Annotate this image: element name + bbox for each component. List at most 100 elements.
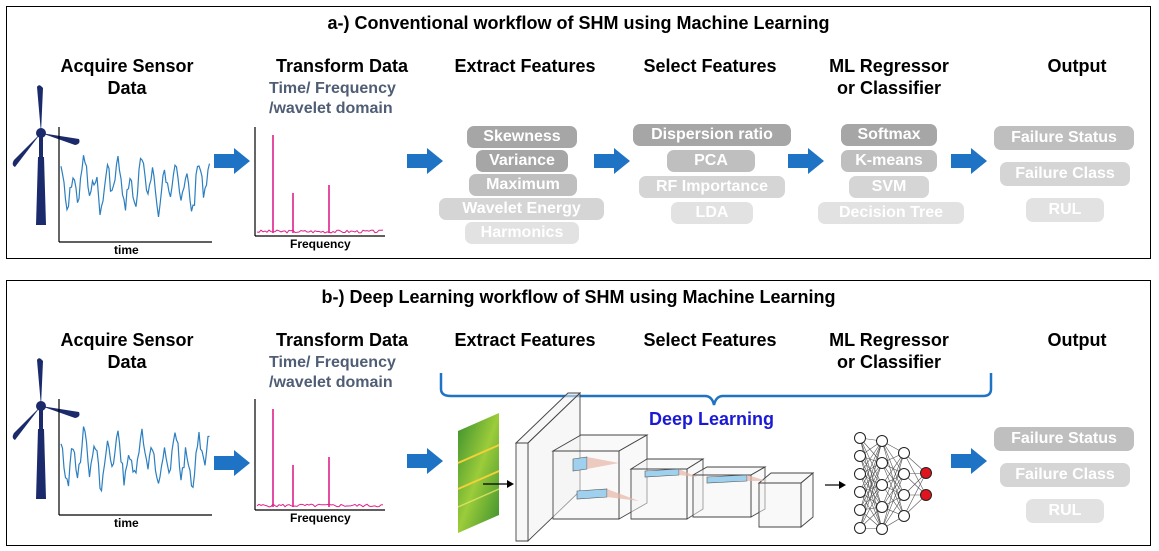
cnn-icon — [457, 391, 932, 543]
wind-turbine-icon — [12, 85, 80, 225]
right-arrow-icon — [407, 148, 443, 174]
right-arrow-icon — [594, 148, 630, 174]
nn-node — [854, 522, 866, 534]
sensor-signal-plot — [12, 358, 212, 516]
conventional-workflow-panel: a-) Conventional workflow of SHM using M… — [6, 6, 1151, 259]
acquire-header-line2: Data — [107, 78, 147, 98]
acquire-header-line1: Acquire Sensor — [60, 56, 194, 76]
output-failure-status: Failure Status — [994, 427, 1134, 451]
right-arrow-icon — [788, 148, 824, 174]
nn-edge — [859, 440, 883, 493]
nn-edge — [881, 452, 905, 508]
transform-sub-line2: /wavelet domain — [269, 374, 393, 391]
spectrum-noise-floor — [256, 229, 384, 234]
deep-learning-workflow-panel: b-) Deep Learning workflow of SHM using … — [6, 280, 1151, 546]
nn-node — [876, 457, 888, 469]
right-arrow-icon — [214, 148, 250, 174]
select-lda: LDA — [671, 202, 753, 224]
ml-header-line1: ML Regressor — [829, 330, 949, 350]
transform-header: Transform Data — [275, 330, 409, 350]
nn-edge — [881, 452, 905, 530]
ml-k-means: K-means — [841, 150, 937, 172]
nn-node — [876, 479, 888, 491]
nn-edge — [881, 452, 905, 486]
ml-svm: SVM — [849, 176, 929, 198]
frequency-spectrum-plot — [254, 399, 385, 511]
nn-node — [876, 435, 888, 447]
select-header: Select Features — [643, 330, 777, 350]
nn-edge — [881, 440, 905, 475]
feature-skewness: Skewness — [467, 126, 577, 148]
conv-kernels — [572, 456, 767, 501]
nn-edge — [859, 462, 883, 529]
nn-node — [876, 523, 888, 535]
acquire-header: Acquire Sensor Data — [52, 55, 202, 99]
transform-sub-line1: Time/ Frequency — [269, 80, 396, 97]
nn-node — [920, 489, 932, 501]
nn-edge — [881, 440, 905, 496]
select-rf-importance: RF Importance — [639, 176, 785, 198]
neural-network-icon — [854, 432, 932, 535]
sensor-signal-plot — [12, 85, 212, 243]
right-arrow-icon — [407, 448, 443, 474]
time-signal-trace — [60, 426, 210, 493]
extract-header: Extract Features — [454, 330, 596, 350]
nn-node — [920, 467, 932, 479]
output-failure-class: Failure Class — [1000, 463, 1130, 487]
extract-header: Extract Features — [454, 56, 596, 76]
ml-decision-tree: Decision Tree — [818, 202, 964, 224]
ml-header-line2: or Classifier — [836, 78, 942, 98]
nn-edge — [859, 484, 883, 529]
frequency-axis-label: Frequency — [290, 237, 351, 251]
conv-layer-5 — [757, 472, 815, 528]
deep-learning-label: Deep Learning — [649, 409, 775, 429]
nn-node — [898, 489, 910, 501]
select-pca: PCA — [667, 150, 755, 172]
frequency-axis-label: Frequency — [290, 511, 351, 525]
nn-edge — [903, 452, 927, 496]
nn-edge — [859, 440, 883, 475]
acquire-header: Acquire Sensor Data — [52, 329, 202, 373]
acquire-header-line2: Data — [107, 352, 147, 372]
right-arrow-icon — [951, 448, 987, 474]
output-failure-class: Failure Class — [1000, 162, 1130, 186]
spectrum-noise-floor — [256, 503, 384, 508]
ml-softmax: Softmax — [841, 124, 937, 146]
nn-node — [854, 450, 866, 462]
nn-node — [854, 432, 866, 444]
spectrogram-input — [457, 413, 500, 533]
right-arrow-icon — [214, 450, 250, 476]
feature-harmonics: Harmonics — [465, 222, 579, 244]
nn-edge — [859, 455, 883, 486]
nn-node — [898, 510, 910, 522]
feature-variance: Variance — [476, 150, 568, 172]
nn-node — [854, 468, 866, 480]
nn-edge — [881, 484, 905, 517]
conv-layer-3 — [629, 458, 705, 520]
output-failure-status: Failure Status — [994, 126, 1134, 150]
panel-b-title: b-) Deep Learning workflow of SHM using … — [321, 287, 836, 307]
nn-edge — [881, 473, 905, 530]
nn-edge — [859, 440, 883, 511]
nn-edge — [881, 462, 905, 517]
nn-edge — [881, 494, 905, 530]
select-header: Select Features — [643, 56, 777, 76]
nn-edge — [859, 462, 883, 511]
ml-header: ML Regressor or Classifier — [804, 329, 974, 373]
nn-node — [854, 486, 866, 498]
wind-turbine-icon — [12, 358, 80, 499]
time-signal-trace — [60, 155, 211, 217]
nn-edge — [859, 473, 883, 508]
ml-header-line1: ML Regressor — [829, 56, 949, 76]
transform-sub-line1: Time/ Frequency — [269, 354, 396, 371]
transform-sub-line2: /wavelet domain — [269, 100, 393, 117]
select-dispersion-ratio: Dispersion ratio — [633, 124, 791, 146]
output-header: Output — [1047, 56, 1107, 76]
nn-edge — [859, 437, 883, 486]
nn-edge — [859, 455, 883, 508]
right-arrow-icon — [951, 148, 987, 174]
nn-node — [876, 501, 888, 513]
transform-header: Transform Data — [275, 56, 409, 76]
output-rul: RUL — [1026, 198, 1104, 222]
panel-a-title: a-) Conventional workflow of SHM using M… — [327, 13, 830, 33]
